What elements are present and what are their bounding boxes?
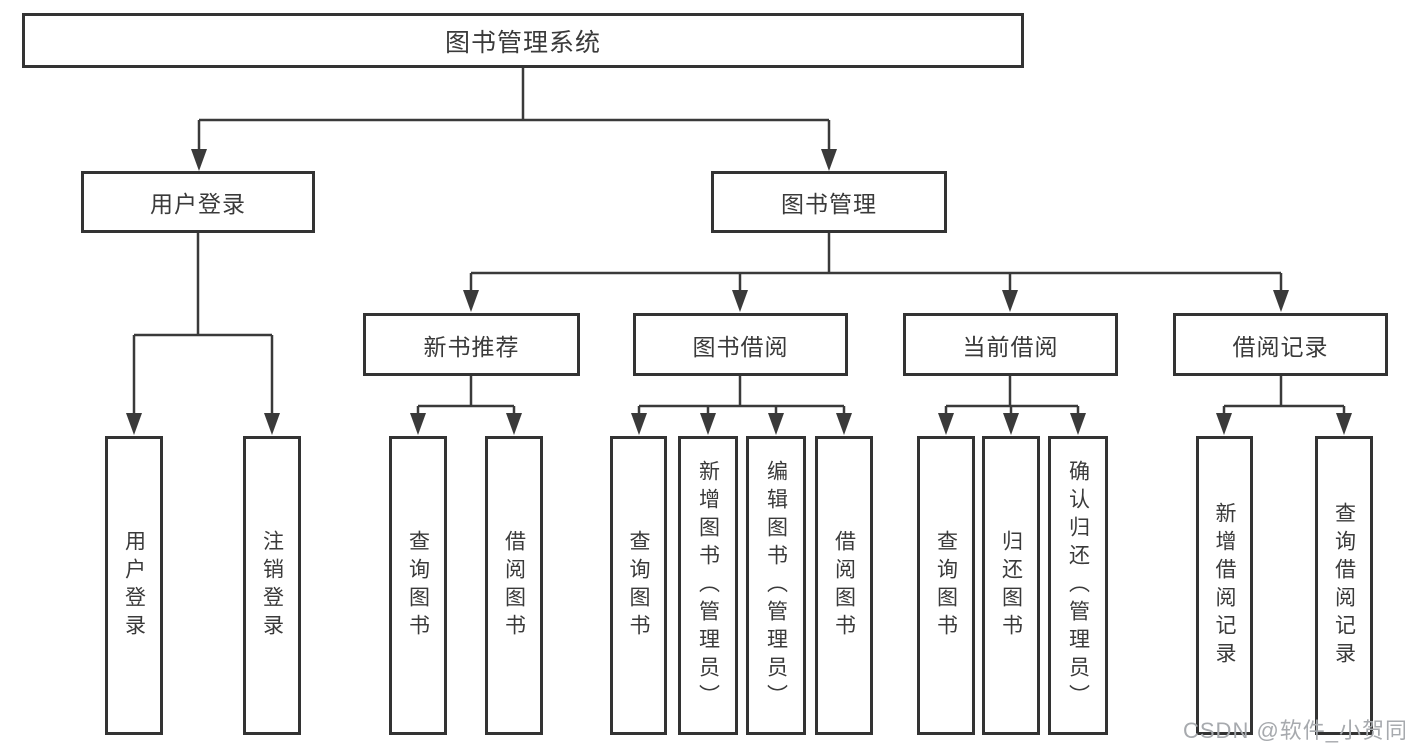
node-label: 借阅图书 — [502, 529, 526, 642]
arrowhead-current-borrowing — [1002, 290, 1018, 312]
node-label: 归还图书 — [999, 529, 1023, 642]
node-label: 借阅记录 — [1232, 333, 1329, 360]
arrowhead-leaf-11 — [1216, 413, 1232, 435]
arrowhead-leaf-4 — [631, 413, 647, 435]
node-label: 新书推荐 — [423, 333, 520, 360]
arrowhead-leaf-10 — [1070, 413, 1086, 435]
leaf-edit-books-admin: 编辑图书（管理员） — [746, 436, 806, 735]
leaf-confirm-return-admin: 确认归还（管理员） — [1048, 436, 1108, 735]
leaf-borrow-books: 借阅图书 — [815, 436, 873, 735]
node-label: 编辑图书（管理员） — [764, 459, 788, 712]
leaf-return-books: 归还图书 — [982, 436, 1040, 735]
arrowhead-leaf-8 — [938, 413, 954, 435]
arrowhead-user-login — [191, 149, 207, 171]
node-label: 借阅图书 — [832, 529, 856, 642]
node-label: 当前借阅 — [962, 333, 1059, 360]
arrowhead-leaf-3 — [506, 413, 522, 435]
node-book-management: 图书管理 — [711, 171, 947, 233]
node-label: 图书借阅 — [692, 333, 789, 360]
arrowhead-book-management — [821, 149, 837, 171]
leaf-query-books-current: 查询图书 — [917, 436, 975, 735]
node-label: 图书管理 — [781, 191, 877, 217]
node-label: 注销登录 — [260, 529, 284, 642]
leaf-query-borrowing-record: 查询借阅记录 — [1315, 436, 1373, 735]
node-root-library-management-system: 图书管理系统 — [22, 13, 1024, 68]
node-label: 用户登录 — [150, 191, 246, 217]
arrowhead-new-book-recommend — [463, 290, 479, 312]
leaf-query-books-recommend: 查询图书 — [389, 436, 447, 735]
arrowhead-leaf-5 — [700, 413, 716, 435]
leaf-add-borrowing-record: 新增借阅记录 — [1196, 436, 1253, 735]
node-new-book-recommend: 新书推荐 — [363, 313, 580, 376]
arrowhead-leaf-12 — [1336, 413, 1352, 435]
node-label: 确认归还（管理员） — [1066, 459, 1090, 712]
arrowhead-leaf-0 — [126, 413, 142, 435]
arrowhead-book-borrowing — [732, 290, 748, 312]
node-label: 用户登录 — [122, 529, 146, 642]
node-book-borrowing: 图书借阅 — [633, 313, 848, 376]
leaf-add-books-admin: 新增图书（管理员） — [678, 436, 738, 735]
arrowhead-leaf-6 — [768, 413, 784, 435]
arrowhead-borrowing-records — [1273, 290, 1289, 312]
node-label: 新增借阅记录 — [1213, 501, 1236, 670]
node-user-login: 用户登录 — [81, 171, 315, 233]
node-label: 查询图书 — [934, 529, 958, 642]
leaf-borrow-books-recommend: 借阅图书 — [485, 436, 543, 735]
leaf-logout: 注销登录 — [243, 436, 301, 735]
node-label: 查询借阅记录 — [1332, 501, 1356, 670]
leaf-query-books-borrowing: 查询图书 — [610, 436, 667, 735]
node-label: 新增图书（管理员） — [696, 459, 720, 712]
node-current-borrowing: 当前借阅 — [903, 313, 1118, 376]
arrowhead-leaf-1 — [264, 413, 280, 435]
node-label: 查询图书 — [627, 529, 650, 642]
arrowhead-leaf-7 — [836, 413, 852, 435]
node-label: 查询图书 — [406, 529, 430, 642]
arrowhead-leaf-9 — [1003, 413, 1019, 435]
arrowhead-leaf-2 — [410, 413, 426, 435]
csdn-watermark: CSDN @软件_小贺同学 — [1183, 718, 1405, 743]
node-borrowing-records: 借阅记录 — [1173, 313, 1388, 376]
node-label: 图书管理系统 — [444, 28, 601, 57]
leaf-user-login: 用户登录 — [105, 436, 163, 735]
